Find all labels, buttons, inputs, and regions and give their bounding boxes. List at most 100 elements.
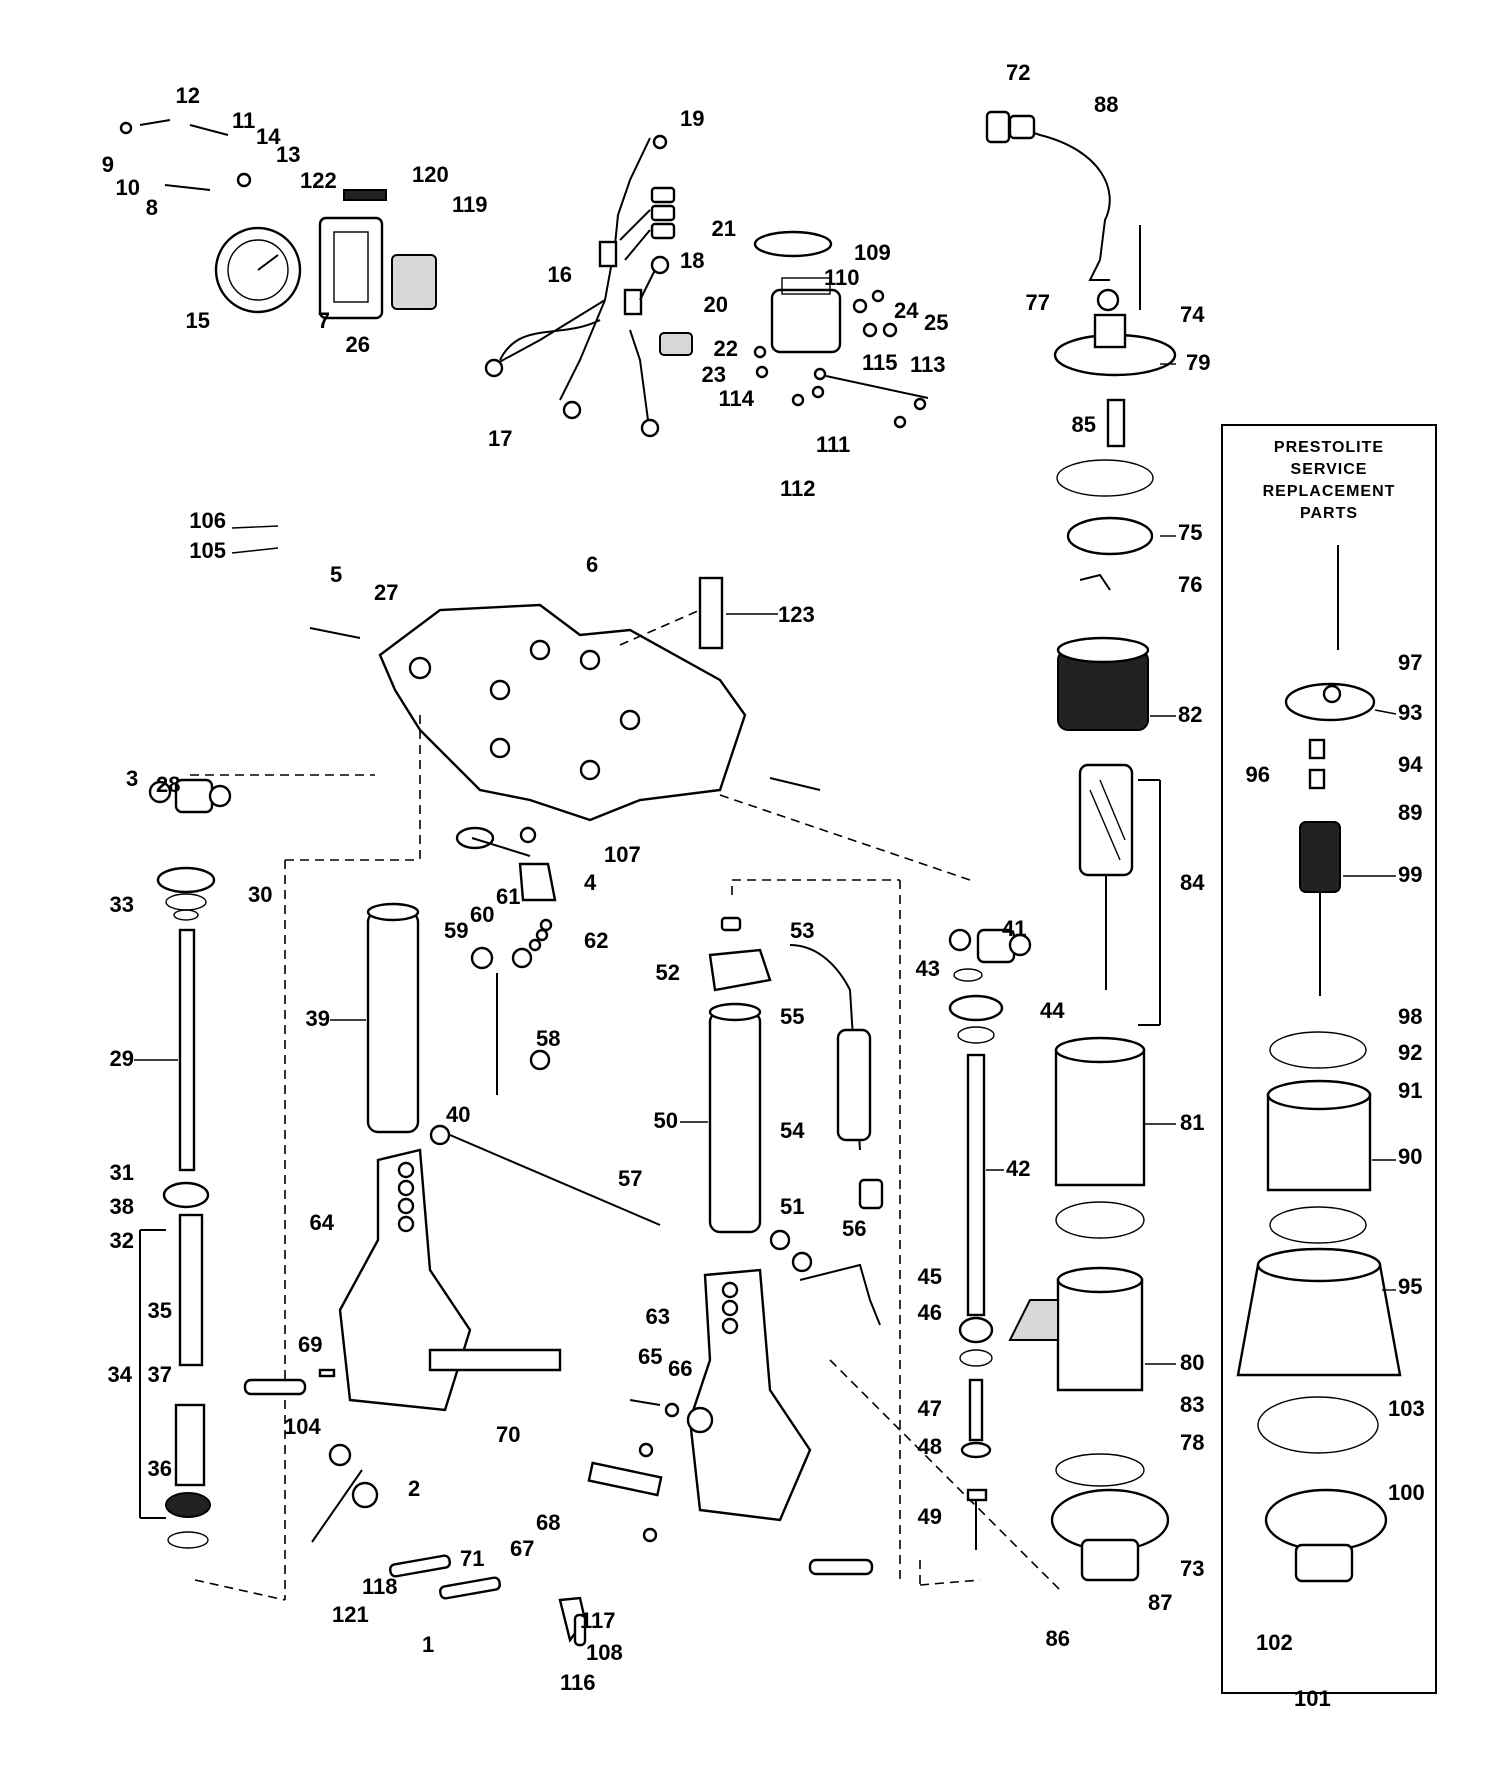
prestolite-service-box: PRESTOLITE SERVICE REPLACEMENT PARTS [1221,424,1437,1694]
callout-118: 118 [362,1574,398,1599]
callout-39: 39 [306,1006,330,1031]
callout-108: 108 [586,1640,623,1665]
callout-78: 78 [1180,1430,1204,1455]
callout-45: 45 [918,1264,942,1289]
callout-90: 90 [1398,1144,1422,1169]
callout-41: 41 [1002,916,1026,941]
callout-57: 57 [618,1166,642,1191]
callout-94: 94 [1398,752,1423,777]
callout-20: 20 [704,292,728,317]
callout-59: 59 [444,918,468,943]
callout-81: 81 [1180,1110,1204,1135]
callout-27: 27 [374,580,398,605]
trim-gauge-group [119,119,437,320]
callout-99: 99 [1398,862,1422,887]
callout-46: 46 [918,1300,942,1325]
callout-50: 50 [654,1108,678,1133]
callout-12: 12 [176,83,200,108]
callout-58: 58 [536,1026,560,1051]
callout-76: 76 [1178,572,1202,597]
left-tilt-cylinder [139,715,421,1601]
callout-60: 60 [470,902,494,927]
callout-25: 25 [924,310,948,335]
callout-1: 1 [422,1632,434,1657]
callout-55: 55 [780,1004,804,1029]
callout-120: 120 [412,162,449,187]
callout-29: 29 [110,1046,134,1071]
callout-32: 32 [110,1228,134,1253]
callout-6: 6 [586,552,598,577]
callout-33: 33 [110,892,134,917]
callout-116: 116 [560,1670,596,1695]
callout-79: 79 [1186,350,1210,375]
callout-104: 104 [284,1414,321,1439]
callout-100: 100 [1388,1480,1425,1505]
callout-18: 18 [680,248,704,273]
callout-84: 84 [1180,870,1205,895]
callout-98: 98 [1398,1004,1422,1029]
callout-38: 38 [110,1194,134,1219]
callout-14: 14 [256,124,281,149]
callout-65: 65 [638,1344,662,1369]
callout-91: 91 [1398,1078,1422,1103]
callout-40: 40 [446,1102,470,1127]
callout-77: 77 [1026,290,1050,315]
callout-75: 75 [1178,520,1202,545]
callout-87: 87 [1148,1590,1172,1615]
prestolite-title-line-3: REPLACEMENT [1263,483,1396,500]
callout-52: 52 [656,960,680,985]
callout-101: 101 [1294,1686,1331,1711]
callout-43: 43 [916,956,940,981]
callout-3: 3 [126,766,138,791]
callout-92: 92 [1398,1040,1422,1065]
callout-83: 83 [1180,1392,1204,1417]
callout-63: 63 [646,1304,670,1329]
callout-80: 80 [1180,1350,1204,1375]
callout-11: 11 [232,108,255,133]
callout-47: 47 [918,1396,942,1421]
callout-49: 49 [918,1504,942,1529]
callout-26: 26 [346,332,370,357]
callout-62: 62 [584,928,608,953]
callout-88: 88 [1094,92,1118,117]
callout-96: 96 [1246,762,1270,787]
callout-31: 31 [110,1160,134,1185]
callout-85: 85 [1072,412,1096,437]
callout-89: 89 [1398,800,1422,825]
callout-69: 69 [298,1332,322,1357]
callout-9: 9 [102,152,114,177]
wiring-harness-group [484,134,929,438]
callout-103: 103 [1388,1396,1425,1421]
callout-109: 109 [854,240,891,265]
callout-106: 106 [189,508,226,533]
callout-21: 21 [712,216,736,241]
callout-117: 117 [580,1608,616,1633]
callout-53: 53 [790,918,814,943]
callout-110: 110 [824,265,860,290]
callout-66: 66 [668,1356,692,1381]
callout-17: 17 [488,426,512,451]
callout-30: 30 [248,882,272,907]
callout-86: 86 [1046,1626,1070,1651]
callout-13: 13 [276,142,300,167]
center-cylinder-right [558,879,901,1647]
prestolite-title-line-2: SERVICE [1291,461,1368,478]
prestolite-title-line-1: PRESTOLITE [1274,439,1384,456]
callout-72: 72 [1006,60,1030,85]
callout-95: 95 [1398,1274,1422,1299]
callout-19: 19 [680,106,704,131]
callout-82: 82 [1178,702,1202,727]
callout-114: 114 [719,386,755,411]
callout-5: 5 [330,562,342,587]
callout-107: 107 [604,842,641,867]
callout-113: 113 [910,352,946,377]
callout-70: 70 [496,1422,520,1447]
callout-54: 54 [780,1118,805,1143]
callout-97: 97 [1398,650,1422,675]
callout-105: 105 [189,538,226,563]
leader-lines [134,363,1397,1365]
callout-2: 2 [408,1476,420,1501]
callout-61: 61 [496,884,520,909]
callout-73: 73 [1180,1556,1204,1581]
